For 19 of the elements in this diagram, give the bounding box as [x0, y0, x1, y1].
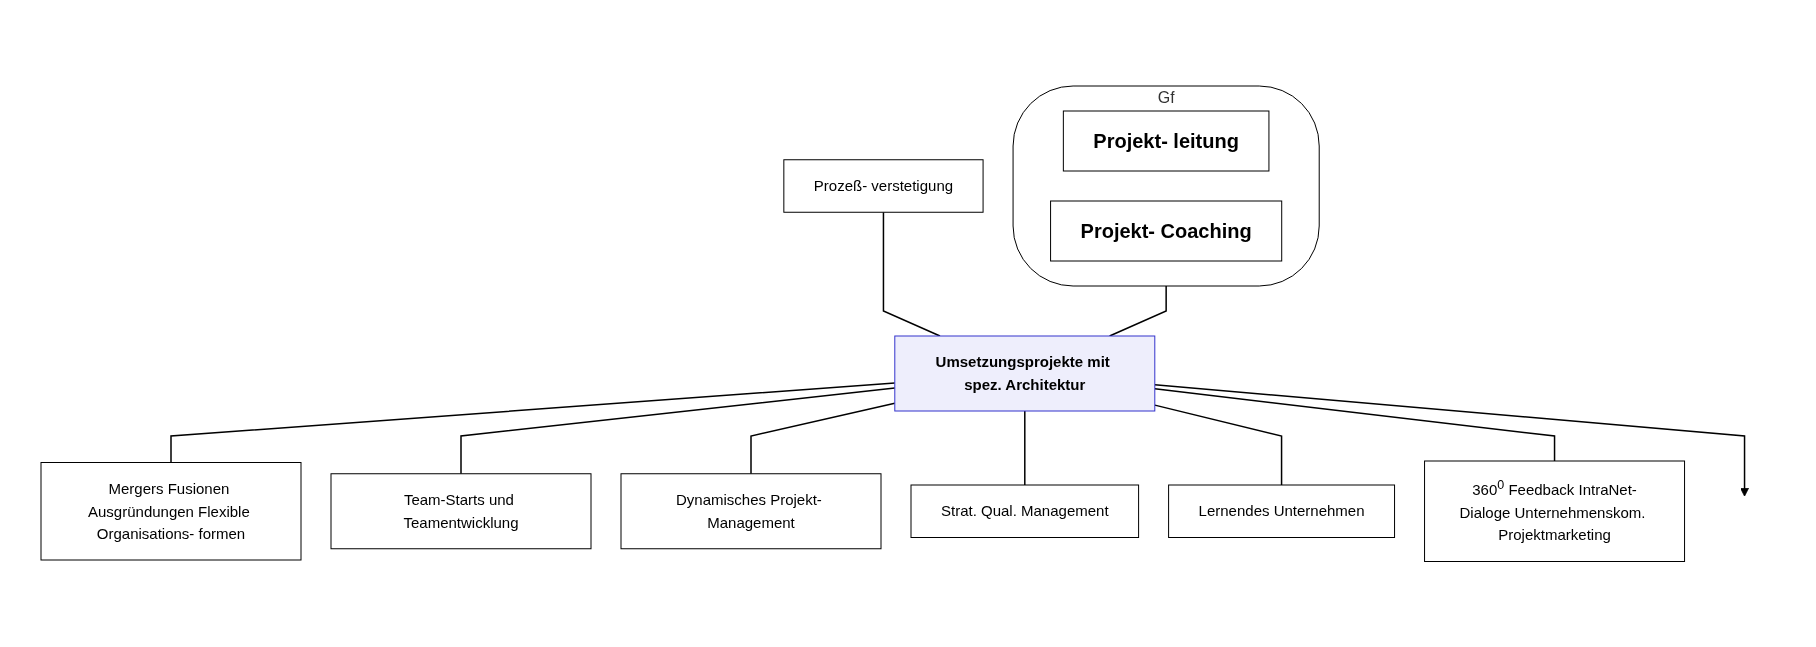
- node-box: Dynamisches Projekt- Management: [620, 473, 882, 549]
- connector: [1154, 404, 1283, 486]
- connector: [882, 211, 941, 337]
- connector: [750, 402, 896, 475]
- arrow: [1154, 383, 1750, 497]
- node-box: Projekt- leitung: [1063, 110, 1270, 172]
- connector: [1154, 387, 1556, 462]
- node-box: Projekt- Coaching: [1050, 200, 1283, 262]
- node-box: Team-Starts und Teamentwicklung: [330, 473, 592, 549]
- connector: [1024, 410, 1026, 486]
- connector: [460, 386, 896, 475]
- connector: [170, 382, 896, 463]
- node-box: 360$^{0}$ Feedback IntraNet-Dialoge Unternehmenskom. Projektmarketing: [1424, 460, 1686, 562]
- node-box: Lernendes Unternehmen: [1168, 484, 1396, 538]
- node-box: Mergers Fusionen Ausgründungen Flexible Organisations- formen: [40, 461, 302, 561]
- node-box: Strat. Qual. Management: [910, 484, 1140, 538]
- node-box: Prozeß- verstetigung: [783, 159, 984, 213]
- node-box: Umsetzungsprojekte mit spez. Architektur: [894, 335, 1156, 412]
- connector: [1109, 285, 1168, 337]
